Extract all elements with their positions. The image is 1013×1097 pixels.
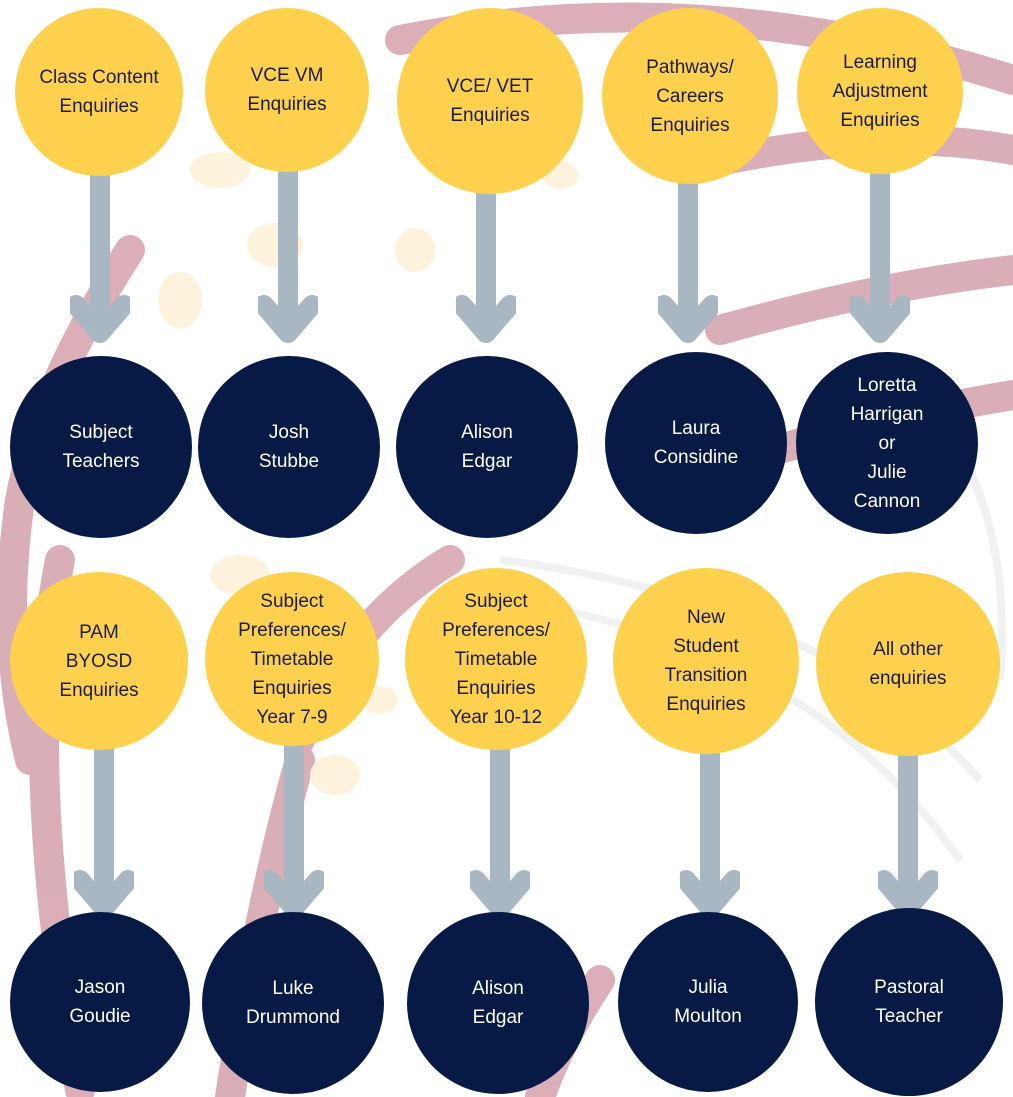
contact-node: Julia Moulton [618, 912, 798, 1092]
question-label: VCE/ VET Enquiries [446, 76, 534, 126]
question-node: Pathways/ Careers Enquiries [602, 8, 778, 184]
contact-node: Jason Goudie [10, 912, 190, 1092]
arrow-down-icon [680, 740, 740, 918]
background-blob [190, 152, 250, 188]
contact-label: Jason Goudie [69, 977, 131, 1027]
contact-label: Alison Edgar [472, 978, 524, 1028]
arrow-down-icon [470, 740, 530, 918]
question-node: PAM BYOSD Enquiries [10, 572, 188, 750]
question-label: PAM BYOSD Enquiries [59, 621, 139, 701]
question-label: All other enquiries [869, 639, 947, 689]
contact-label: Subject Teachers [62, 422, 140, 472]
contact-node: Josh Stubbe [198, 356, 380, 538]
background-blob [395, 228, 435, 272]
contact-label: Alison Edgar [461, 422, 513, 472]
arrow-down-icon [264, 740, 324, 918]
question-node: Subject Preferences/ Timetable Enquiries… [405, 568, 587, 750]
background-blob [310, 755, 360, 795]
arrow-down-icon [70, 165, 130, 343]
contact-label: Luke Drummond [246, 978, 340, 1028]
question-label: Learning Adjustment Enquiries [832, 51, 928, 131]
question-label: Subject Preferences/ Timetable Enquiries… [238, 590, 346, 728]
question-node: VCE VM Enquiries [205, 8, 369, 172]
question-node: All other enquiries [816, 572, 1000, 756]
contact-node: Alison Edgar [407, 912, 589, 1094]
contact-label: Julia Moulton [674, 977, 742, 1027]
question-node: VCE/ VET Enquiries [397, 8, 583, 194]
question-label: Pathways/ Careers Enquiries [646, 56, 734, 136]
question-node: Class Content Enquiries [15, 8, 183, 176]
question-node: Learning Adjustment Enquiries [797, 8, 963, 174]
question-label: New Student Transition Enquiries [664, 607, 748, 715]
contact-node: Loretta Harrigan or Julie Cannon [796, 352, 978, 534]
question-node: New Student Transition Enquiries [613, 568, 799, 754]
contact-node: Luke Drummond [202, 912, 384, 1094]
contact-label: Josh Stubbe [258, 422, 320, 472]
contact-node: Subject Teachers [10, 356, 192, 538]
question-label: VCE VM Enquiries [247, 65, 327, 115]
contact-label: Pastoral Teacher [874, 977, 944, 1027]
arrow-down-icon [878, 740, 938, 918]
contact-node: Pastoral Teacher [815, 908, 1003, 1096]
contact-node: Laura Considine [605, 352, 787, 534]
question-label: Class Content Enquiries [39, 67, 159, 117]
arrow-down-icon [658, 165, 718, 343]
contact-label: Laura Considine [653, 418, 739, 468]
contact-node: Alison Edgar [396, 356, 578, 538]
background-blob [158, 272, 202, 328]
arrow-down-icon [74, 740, 134, 918]
contact-label: Loretta Harrigan or Julie Cannon [850, 374, 924, 512]
question-node: Subject Preferences/ Timetable Enquiries… [205, 572, 379, 746]
arrow-down-icon [258, 165, 318, 343]
question-label: Subject Preferences/ Timetable Enquiries… [442, 590, 550, 728]
arrow-down-icon [850, 165, 910, 343]
